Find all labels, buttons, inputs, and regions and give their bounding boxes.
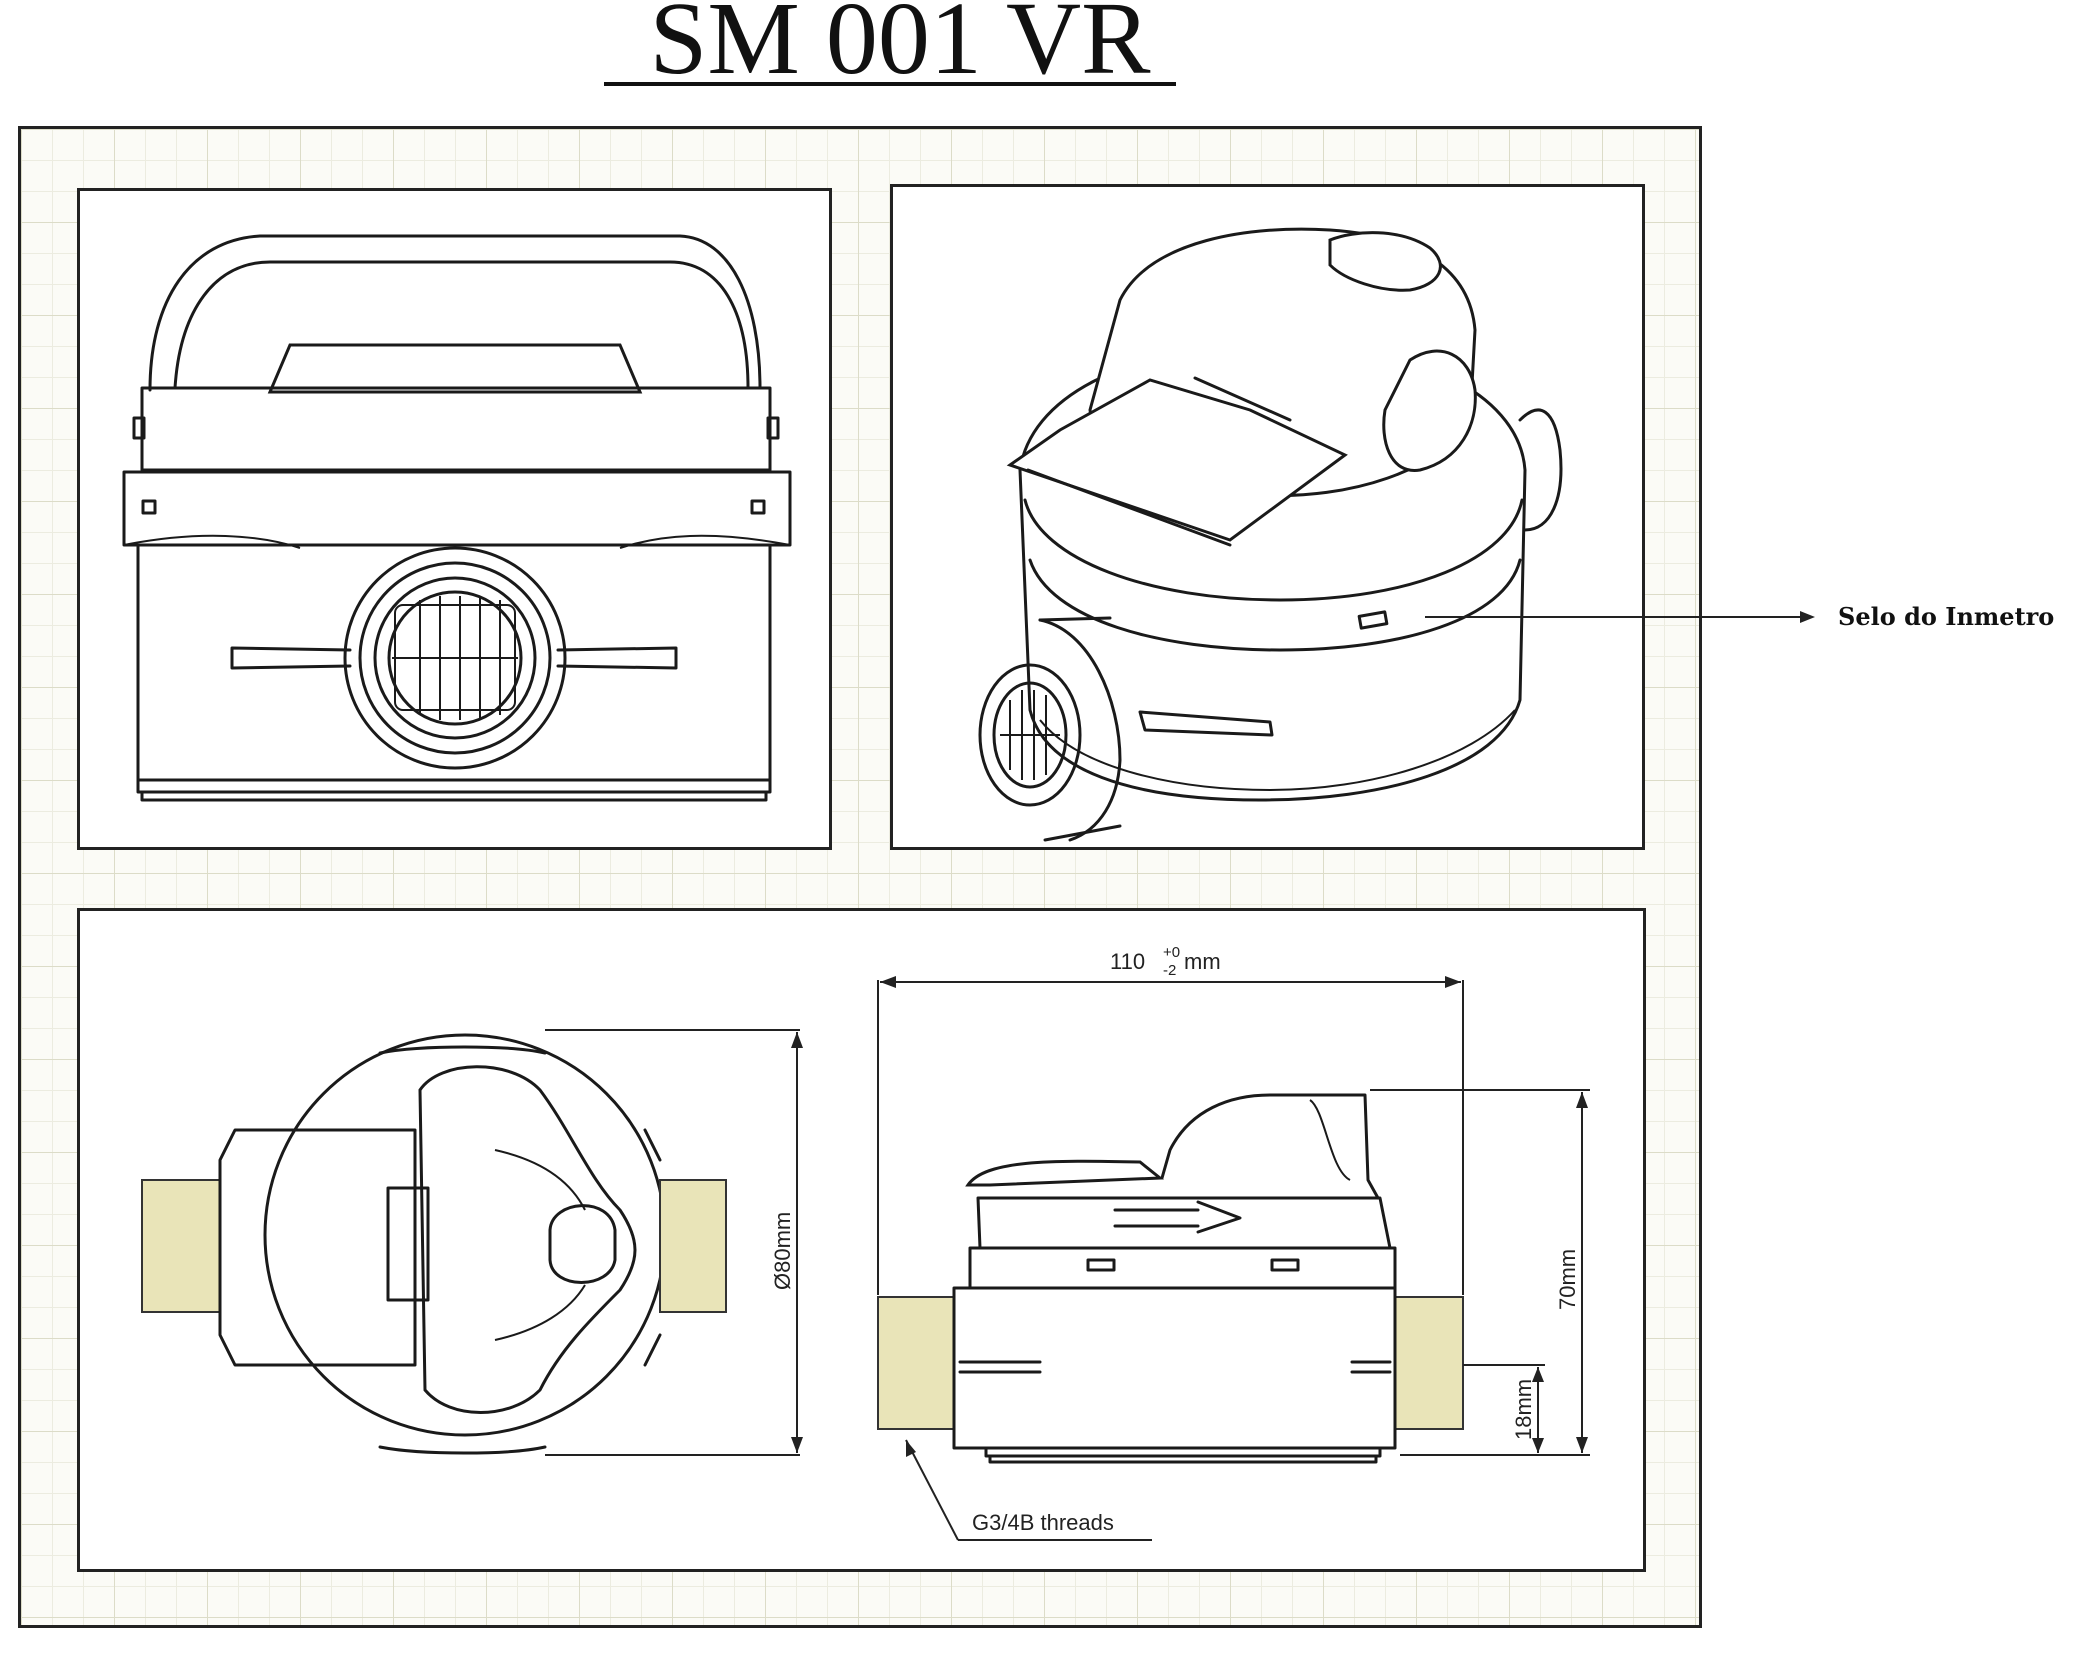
threads-label: G3/4B threads: [972, 1510, 1114, 1535]
length-unit: mm: [1184, 949, 1221, 974]
dimension-views-panel: [77, 908, 1646, 1572]
height-label: 70mm: [1555, 1249, 1580, 1310]
axis-height-label: 18mm: [1511, 1379, 1536, 1440]
diameter-dimension: [545, 1029, 803, 1456]
top-view-meter: [141, 1033, 727, 1455]
length-dimension: [877, 976, 1464, 1295]
threads-leader: [905, 1439, 1152, 1541]
front-view-meter: [122, 234, 792, 802]
inmetro-seal-callout-arrow: [1425, 611, 1815, 623]
height-dimension: [1370, 1089, 1590, 1456]
diameter-label: Ø80mm: [770, 1212, 795, 1290]
length-value: 110: [1110, 949, 1145, 974]
front-view-panel: [77, 188, 832, 850]
inmetro-seal-label: Selo do Inmetro: [1838, 602, 2055, 631]
axis-height-dimension: [1463, 1364, 1545, 1453]
length-tolerance-upper: +0: [1163, 944, 1180, 961]
length-tolerance-lower: -2: [1163, 962, 1176, 979]
side-view-meter: [877, 1093, 1464, 1464]
drawing-title: SM 001 VR: [649, 0, 1151, 96]
isometric-view-meter: [978, 227, 1563, 842]
title-underline: [604, 82, 1176, 86]
